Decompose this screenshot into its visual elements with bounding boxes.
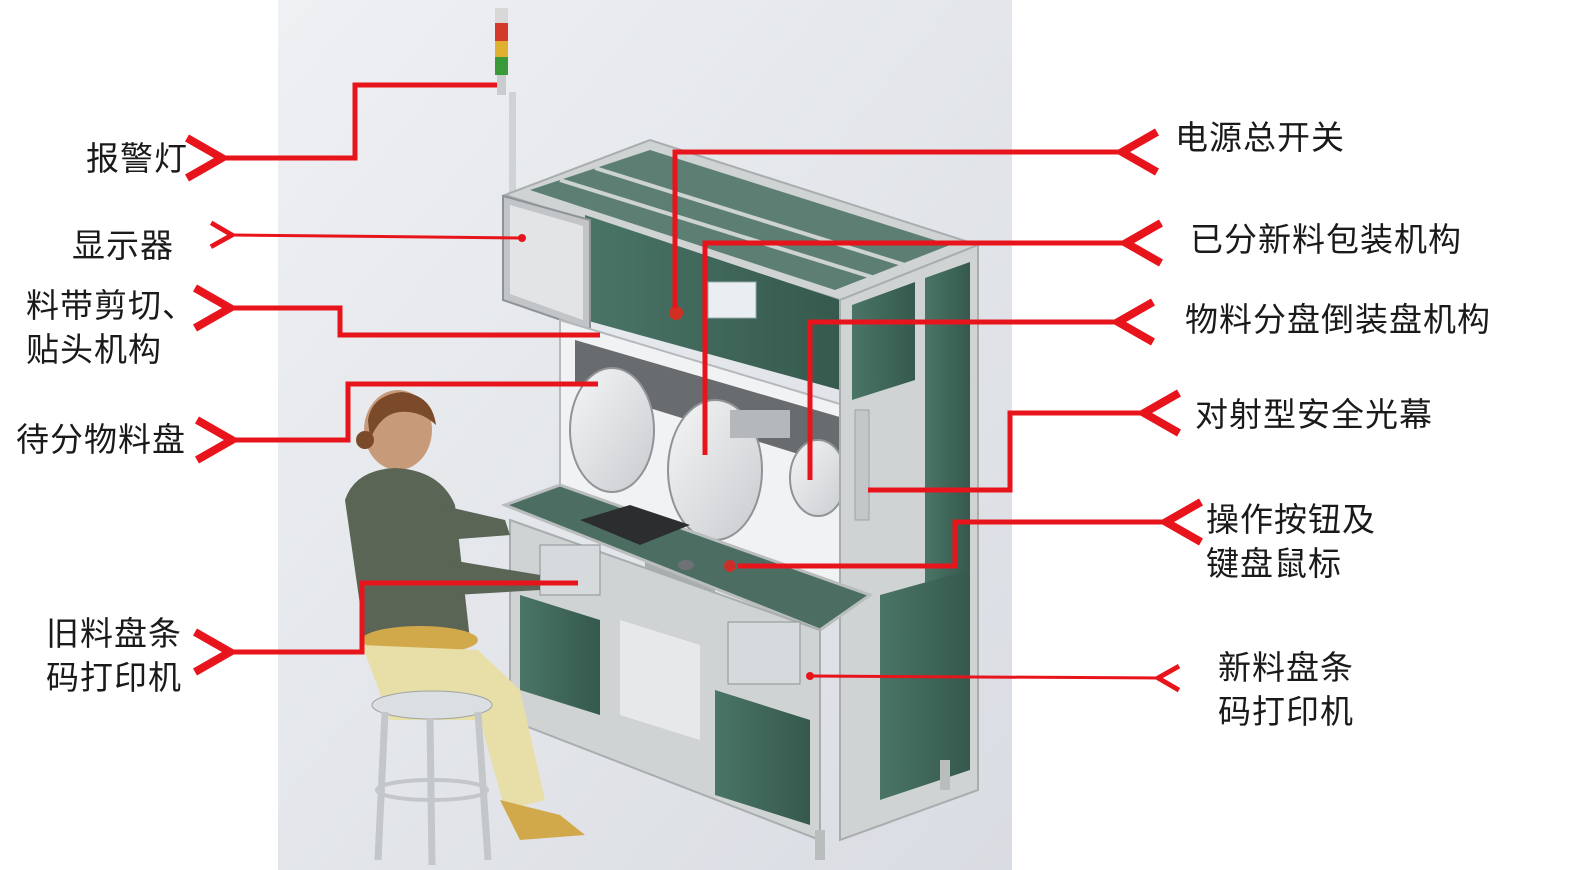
new-printer-body [727,621,801,685]
power-switch-knob [669,306,683,320]
label-buttons-line2: 键盘鼠标 [1206,544,1342,583]
label-reel-split: 物料分盘倒装盘机构 [1185,300,1491,339]
label-tape-cut-line1: 料带剪切、 [26,286,196,325]
arrow-dot-new-printer [806,672,814,680]
arrow-tape-cut [230,308,600,338]
machine-roof [501,138,981,302]
arrow-new-pack [702,243,1126,455]
label-old-printer-line2: 码打印机 [46,658,182,697]
arrow-light-curtain [868,413,1144,493]
label-old-printer-line1: 旧料盘条 [46,614,182,653]
label-power-switch: 电源总开关 [1175,118,1345,157]
label-display: 显示器 [72,226,174,265]
keyboard [580,505,690,545]
arrow-old-printer [230,580,578,652]
emergency-button [724,560,736,572]
reel-disc-small [789,439,847,517]
tower-light-icon [495,8,516,192]
label-alarm-light: 报警灯 [86,139,188,178]
mouse [678,560,694,570]
old-printer-body [539,544,601,596]
arrow-buttons [738,522,1166,569]
arrow-alarm-light [222,82,497,158]
side-column [839,243,979,842]
arrow-dot-display [518,234,526,242]
label-tape-cut-line2: 贴头机构 [26,330,162,369]
arrow-display [232,235,523,238]
label-buttons-line1: 操作按钮及 [1206,500,1376,539]
operator-figure [345,390,585,866]
reel-disc-pending [569,367,655,493]
label-new-printer-line1: 新料盘条 [1218,648,1354,687]
label-pending-reel: 待分物料盘 [16,420,186,459]
arrow-power-switch [672,152,1122,308]
reel-mechanism-2 [730,410,790,438]
brand-plate [707,281,757,319]
label-new-pack: 已分新料包装机构 [1190,220,1462,259]
arrow-reel-split [807,322,1118,480]
arrow-pending-reel [232,381,598,440]
lower-cabinet [509,518,950,860]
label-light-curtain: 对射型安全光幕 [1195,395,1433,434]
label-new-printer-line2: 码打印机 [1218,692,1354,731]
arrow-new-printer [809,676,1158,678]
